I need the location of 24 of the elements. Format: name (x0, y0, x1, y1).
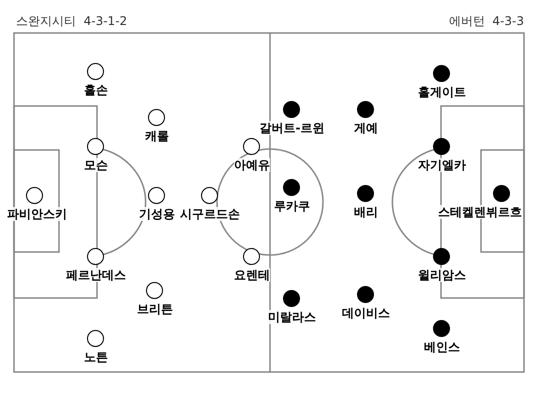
player-name: 배리 (354, 205, 378, 219)
player-name: 캐롤 (145, 129, 169, 143)
player-name: 미랄라스 (268, 310, 316, 324)
player-name: 홀게이트 (418, 85, 466, 99)
player-name: 파비안스키 (7, 207, 67, 221)
player-name: 갈버트-르윈 (260, 121, 324, 135)
player-name: 스테켈렌뷔르흐 (438, 205, 522, 219)
player-name: 윌리암스 (418, 268, 466, 282)
player-name: 시구르드손 (180, 207, 240, 221)
player-name: 모슨 (84, 158, 108, 172)
player-name: 브리튼 (137, 302, 173, 316)
team-formation-heading: 에버턴 4-3-3 (448, 13, 524, 30)
player-name: 게예 (354, 121, 378, 135)
player-name: 페르난데스 (66, 268, 126, 282)
player-name: 자기엘카 (418, 158, 466, 172)
player-name: 베인스 (424, 340, 460, 354)
player-name: 아예유 (234, 158, 270, 172)
team-formation-heading: 스완지시티 4-3-1-2 (16, 13, 128, 30)
player-name: 홀손 (84, 83, 108, 97)
player-name: 루카쿠 (274, 199, 310, 213)
player-name: 요렌테 (234, 268, 270, 282)
player-name: 노튼 (84, 350, 108, 364)
player-name: 데이비스 (342, 306, 390, 320)
player-name: 기성용 (139, 207, 175, 221)
